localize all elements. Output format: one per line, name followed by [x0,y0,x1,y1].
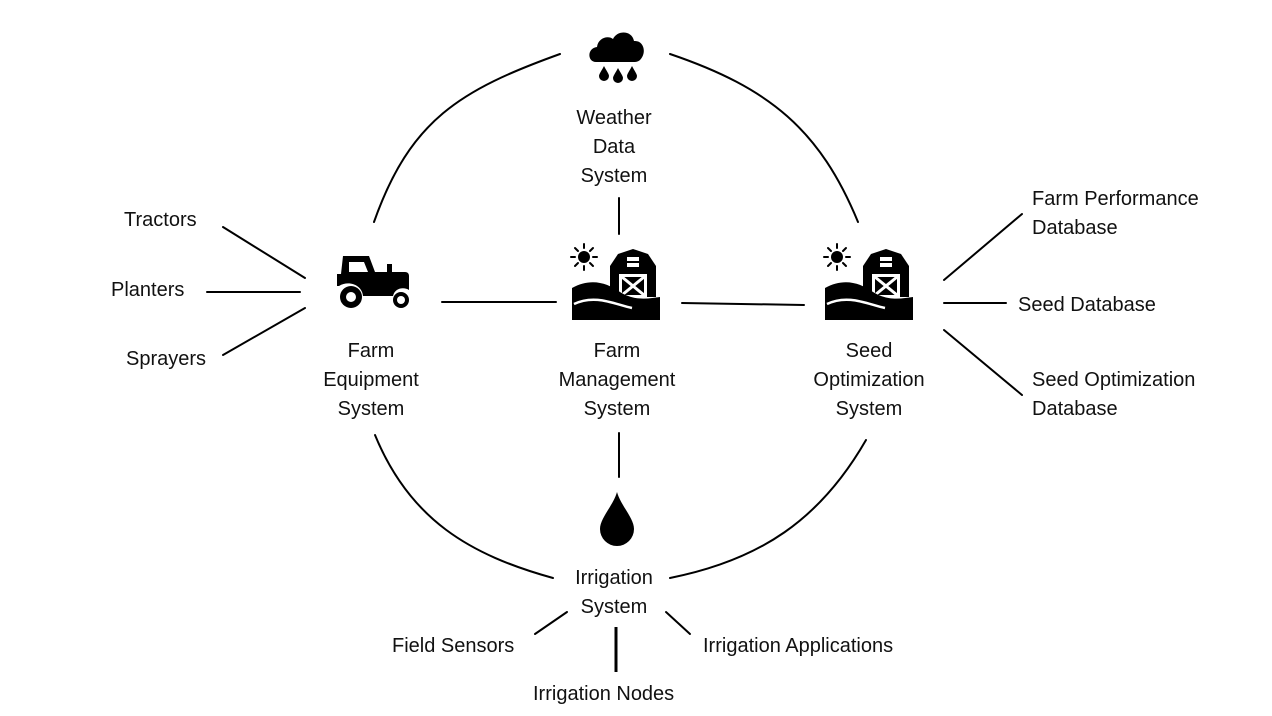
seed-optimization-db-line-1: Seed Optimization [1032,369,1196,391]
leaf-field-sensors: Field Sensors [392,635,515,657]
connector-seed-irrigation [669,439,867,579]
seed-label-line-1: Seed [845,340,893,362]
farm-performance-line-1: Farm Performance [1032,188,1199,210]
connector-equipment-irrigation [374,434,554,579]
seed-optimization-db-line-2: Database [1032,398,1118,420]
management-system-label: Farm Management System [559,337,676,424]
weather-system-label: Weather Data System [576,104,651,191]
connector-farm-performance [943,213,1023,281]
seed-label-line-3: System [835,398,903,420]
management-label-line-2: Management [558,369,676,391]
irrigation-label-line-1: Irrigation [575,567,653,589]
seed-label-line-2: Optimization [813,369,925,391]
leaf-planters: Planters [111,279,185,301]
irrigation-system-label: Irrigation System [575,564,653,622]
equipment-label-line-3: System [337,398,405,420]
connector-weather-equipment [373,53,561,223]
tractor-icon [337,256,409,308]
equipment-label-line-2: Equipment [323,369,419,391]
rain-cloud-icon [589,32,644,83]
weather-label-line-2: Data [592,136,636,158]
leaf-irrigation-nodes: Irrigation Nodes [533,683,675,705]
leaf-seed-optimization-database: Seed Optimization Database [1032,366,1195,424]
equipment-system-label: Farm Equipment System [323,337,419,424]
weather-label-line-1: Weather [576,107,652,129]
connector-tractors [222,226,306,279]
weather-label-line-3: System [580,165,648,187]
water-drop-icon [600,492,634,546]
management-label-line-3: System [583,398,651,420]
leaf-sprayers: Sprayers [126,348,207,370]
leaf-farm-performance-database: Farm Performance Database [1032,185,1199,243]
leaf-tractors: Tractors [124,209,197,231]
leaf-seed-database: Seed Database [1018,294,1156,316]
connector-seed-optimization-db [943,329,1023,396]
connector-sprayers [222,307,306,356]
barn-sun-icon [570,243,660,320]
connector-management-seed [681,302,805,306]
irrigation-label-line-2: System [580,596,648,618]
leaf-irrigation-applications: Irrigation Applications [703,635,894,657]
farm-performance-line-2: Database [1032,217,1118,239]
connector-weather-seed [669,53,859,223]
connector-irrigation-applications [665,611,691,635]
seed-system-label: Seed Optimization System [813,337,924,424]
management-label-line-1: Farm [593,340,641,362]
barn-sun-icon [823,243,913,320]
equipment-label-line-1: Farm [347,340,395,362]
connector-field-sensors [534,611,568,635]
